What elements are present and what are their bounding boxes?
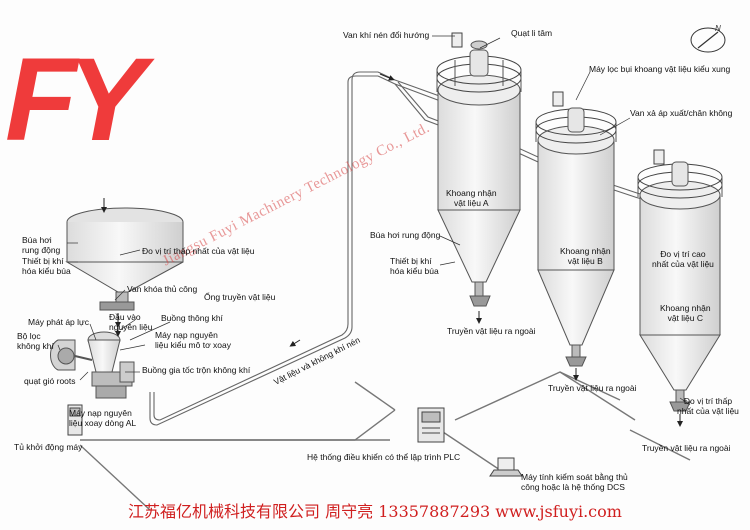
silo-control-panels (451, 32, 665, 165)
label-al-rotary-feeder: Máy nạp nguyên liệu xoay dòng AL (69, 408, 137, 428)
label-pressure-relief-valve: Van xả áp xuất/chân không (630, 108, 733, 118)
company-footer: 江苏福亿机械科技有限公司 周守亮 13357887293 www.jsfuyi.… (128, 502, 622, 521)
label-silo-a: Khoang nhận vật liệu A (446, 188, 497, 208)
label-vibration-hammer-left: Búa hơi rung động (22, 235, 61, 255)
label-high-level-sensor: Đo vị trí cao nhất của vật liệu (652, 249, 714, 269)
silo-a (436, 40, 522, 307)
feeder-group (50, 331, 135, 399)
label-diverter-valve: Van khí nén đổi hướng (343, 30, 430, 40)
label-dcs-computer: Máy tính kiểm soát bằng thủ công hoặc là… (521, 472, 628, 492)
silo-b (535, 107, 617, 367)
label-low-level-sensor-left: Đo vị trí thấp nhất của vật liệu (142, 246, 255, 256)
label-starter-cabinet: Tủ khởi động máy (14, 442, 83, 452)
label-roots-blower: quạt gió roots (24, 376, 76, 386)
label-silo-c: Khoang nhận vật liệu C (660, 303, 711, 323)
leader-lines (57, 35, 691, 406)
label-discharge-a: Truyền vật liệu ra ngoài (447, 326, 536, 336)
flow-arrows (101, 73, 683, 427)
label-vibration-hammer-a: Búa hơi rung động (370, 230, 441, 240)
label-manual-valve: Van khóa thủ công (127, 284, 198, 294)
plc-cabinet (417, 407, 445, 443)
starter-cabinet (67, 404, 83, 436)
label-pressure-generator: Máy phát áp lực (28, 317, 89, 327)
logo-text: FY (5, 34, 146, 166)
computer (489, 457, 523, 477)
label-conveying-pipe: Ống truyền vật liệu (204, 292, 276, 302)
feed-hopper (65, 207, 184, 311)
control-lines (79, 371, 691, 511)
compass-icon: N (690, 24, 726, 53)
compass-letter: N (715, 24, 721, 33)
label-plc-system: Hệ thống điều khiển có thể lập trình PLC (307, 452, 461, 462)
label-silo-b: Khoang nhận vật liệu B (560, 246, 611, 266)
fy-logo: FY (5, 40, 185, 160)
label-air-filter: Bộ lọc không khí (17, 331, 54, 351)
label-aeration-chamber: Buồng thông khí (161, 313, 223, 323)
label-low-level-sensor-c: Đo vị trí thấp nhất của vật liệu (677, 396, 739, 416)
label-pulse-dust-filter: Máy lọc bụi khoang vật liệu kiểu xung (589, 64, 731, 74)
label-aerator-left: Thiết bị khí hóa kiểu búa (22, 256, 71, 276)
label-aerator-a: Thiết bị khí hóa kiểu búa (390, 256, 439, 276)
label-material-inlet: Đầu vào nguyên liệu (109, 312, 153, 332)
label-centrifugal-fan: Quạt li tâm (511, 28, 553, 38)
label-discharge-b: Truyền vật liệu ra ngoài (548, 383, 637, 393)
label-discharge-c: Truyền vật liệu ra ngoài (642, 443, 731, 453)
label-rotary-feeder: Máy nạp nguyên liệu kiểu mô tơ xoay (155, 330, 231, 350)
label-mixing-chamber: Buồng gia tốc trộn không khí (142, 365, 251, 375)
silo-c (637, 161, 723, 412)
